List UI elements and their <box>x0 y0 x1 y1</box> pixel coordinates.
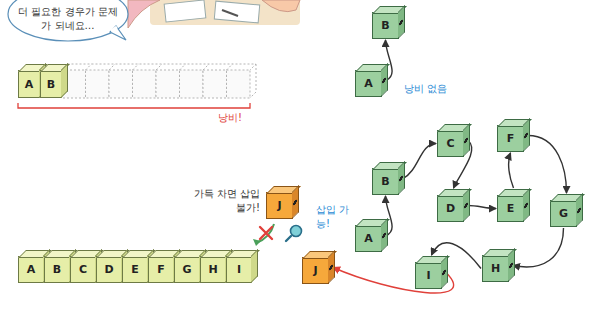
list-node: B <box>372 12 399 39</box>
new-node: J <box>302 257 329 284</box>
array-cell: E <box>122 256 148 283</box>
node-letter: G <box>182 264 191 275</box>
waste-bracket <box>18 103 250 108</box>
list-node: F <box>497 125 524 152</box>
cartoon-hand <box>262 0 300 12</box>
cartoon-pen <box>222 10 238 16</box>
node-letter: J <box>277 200 281 211</box>
node-letter: B <box>53 264 61 275</box>
array-cell: A <box>18 256 44 283</box>
link-arrow <box>513 228 564 267</box>
note-label: 가득 차면 삽입 불가! <box>186 187 260 214</box>
speech-tail <box>110 26 126 40</box>
note-label: 낭비 없음 <box>404 82 474 96</box>
speech-tail-join <box>111 27 117 31</box>
node-letter: H <box>491 263 500 274</box>
node-letter: C <box>79 264 87 275</box>
node-letter: B <box>381 176 389 187</box>
link-arrow <box>509 153 514 188</box>
list-node: A <box>355 70 382 97</box>
array-cell: I <box>226 256 252 283</box>
empty-cells <box>62 64 256 98</box>
node-letter: A <box>25 79 34 90</box>
note-label: 더 필요한 경우가 문제가 되네요… <box>18 5 118 32</box>
cartoon-person <box>128 0 160 28</box>
node-letter: J <box>313 265 317 276</box>
node-letter: H <box>208 264 217 275</box>
list-node: E <box>497 195 524 222</box>
list-node: G <box>550 200 577 227</box>
new-node: J <box>266 192 293 219</box>
magnifier-icon <box>291 226 302 237</box>
node-letter: G <box>559 208 568 219</box>
array-cell: H <box>200 256 226 283</box>
blocked-arrow <box>256 224 274 243</box>
node-letter: I <box>237 264 241 275</box>
node-letter: A <box>364 233 373 244</box>
node-letter: D <box>104 264 113 275</box>
link-arrow <box>403 144 436 179</box>
node-letter: F <box>507 133 515 144</box>
array-cell: G <box>174 256 200 283</box>
list-node: I <box>415 262 442 289</box>
magnifier-handle <box>286 236 291 241</box>
node-letter: E <box>131 264 139 275</box>
array-cell: B <box>40 70 62 98</box>
red-x <box>260 227 272 239</box>
node-letter: A <box>27 264 36 275</box>
node-letter: A <box>364 78 373 89</box>
note-label: 낭비! <box>218 111 258 125</box>
list-node: C <box>437 130 464 157</box>
note-label: 삽입 가능! <box>316 203 350 230</box>
list-node: D <box>437 195 464 222</box>
cartoon-paper <box>214 1 259 23</box>
list-node: B <box>372 168 399 195</box>
array-cell: D <box>96 256 122 283</box>
node-letter: D <box>446 203 455 214</box>
array-cell: C <box>70 256 96 283</box>
cartoon-table <box>150 0 300 25</box>
array-cell: B <box>44 256 70 283</box>
speech-bubble <box>8 0 128 41</box>
node-letter: F <box>157 264 165 275</box>
list-node: A <box>355 225 382 252</box>
list-node: H <box>482 255 509 282</box>
node-letter: B <box>47 79 55 90</box>
node-letter: C <box>446 138 454 149</box>
cartoon-paper <box>164 0 206 22</box>
node-letter: B <box>381 20 389 31</box>
node-letter: E <box>507 203 515 214</box>
node-letter: I <box>426 270 430 281</box>
array-cell: A <box>18 70 40 98</box>
link-arrow <box>468 206 496 209</box>
link-arrow <box>528 136 567 194</box>
array-cell: F <box>148 256 174 283</box>
